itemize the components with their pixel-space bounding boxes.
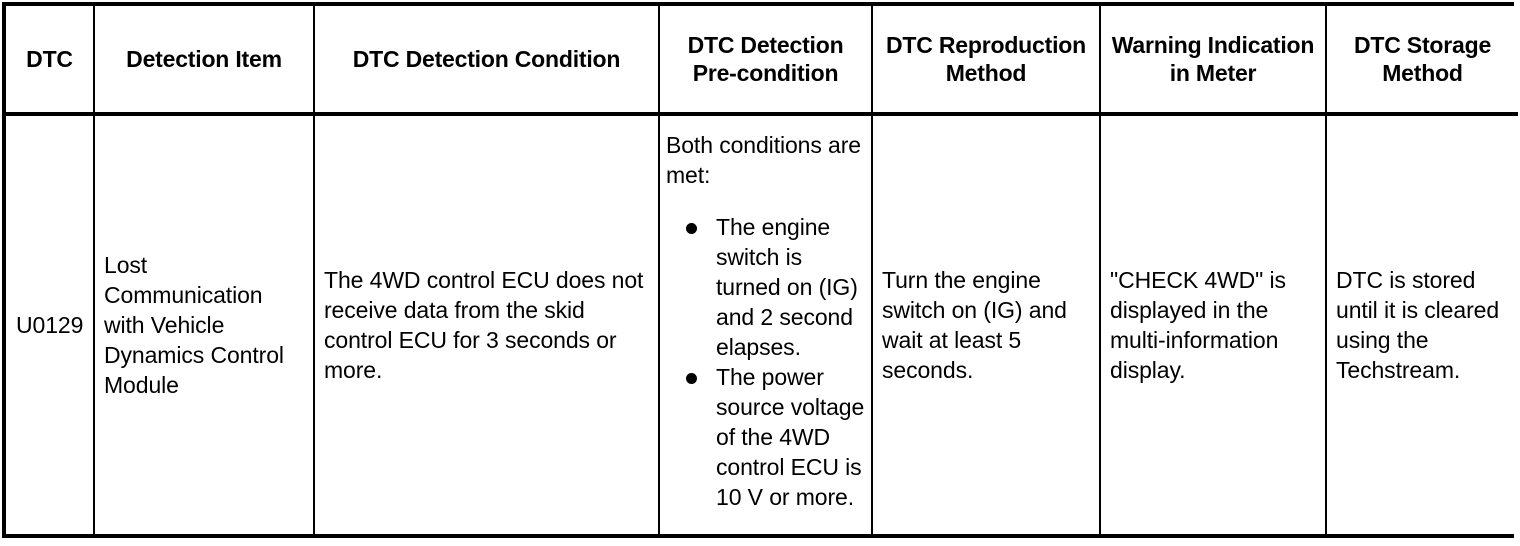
column-header-pre-condition-label: DTC Detection Pre-condition xyxy=(687,32,844,86)
table-header: DTC Detection Item DTC Detection Conditi… xyxy=(6,6,1518,116)
cell-storage-method: DTC is stored until it is cleared using … xyxy=(1325,114,1518,534)
list-item-label: The power source voltage of the 4WD cont… xyxy=(716,364,865,510)
table-row: U0129 Lost Communication with Vehicle Dy… xyxy=(6,114,1518,534)
column-header-storage-method: DTC Storage Method xyxy=(1325,6,1518,116)
cell-warning-indication: "CHECK 4WD" is displayed in the multi-in… xyxy=(1099,114,1327,534)
bullet-icon xyxy=(686,373,697,384)
table-body: U0129 Lost Communication with Vehicle Dy… xyxy=(6,114,1518,534)
list-item: The power source voltage of the 4WD cont… xyxy=(664,362,867,512)
header-row: DTC Detection Item DTC Detection Conditi… xyxy=(6,6,1518,116)
cell-pre-condition: Both conditions are met: The engine swit… xyxy=(658,114,873,534)
pre-condition-list: The engine switch is turned on (IG) and … xyxy=(664,212,867,512)
column-header-reproduction-method-label: DTC Reproduction Method xyxy=(886,32,1086,86)
list-item-label: The engine switch is turned on (IG) and … xyxy=(716,214,858,360)
column-header-warning-indication: Warning Indication in Meter xyxy=(1099,6,1327,116)
column-header-dtc: DTC xyxy=(6,6,95,116)
dtc-table: DTC Detection Item DTC Detection Conditi… xyxy=(2,2,1518,538)
cell-reproduction-method: Turn the engine switch on (IG) and wait … xyxy=(871,114,1101,534)
column-header-detection-condition: DTC Detection Condition xyxy=(313,6,660,116)
column-header-detection-condition-label: DTC Detection Condition xyxy=(352,46,621,72)
column-header-reproduction-method: DTC Reproduction Method xyxy=(871,6,1101,116)
pre-condition-content: Both conditions are met: The engine swit… xyxy=(660,116,871,512)
column-header-warning-indication-label: Warning Indication in Meter xyxy=(1111,32,1315,86)
pre-condition-intro: Both conditions are met: xyxy=(666,132,862,188)
dtc-table-element: DTC Detection Item DTC Detection Conditi… xyxy=(6,6,1518,534)
bullet-icon xyxy=(686,223,697,234)
column-header-pre-condition: DTC Detection Pre-condition xyxy=(658,6,873,116)
list-item: The engine switch is turned on (IG) and … xyxy=(664,212,867,362)
column-header-detection-item-label: Detection Item xyxy=(126,46,282,72)
cell-dtc-code: U0129 xyxy=(6,114,95,534)
column-header-dtc-label: DTC xyxy=(26,46,73,72)
column-header-storage-method-label: DTC Storage Method xyxy=(1353,32,1492,86)
cell-detection-item: Lost Communication with Vehicle Dynamics… xyxy=(93,114,315,534)
cell-detection-condition: The 4WD control ECU does not receive dat… xyxy=(313,114,660,534)
column-header-detection-item: Detection Item xyxy=(93,6,315,116)
